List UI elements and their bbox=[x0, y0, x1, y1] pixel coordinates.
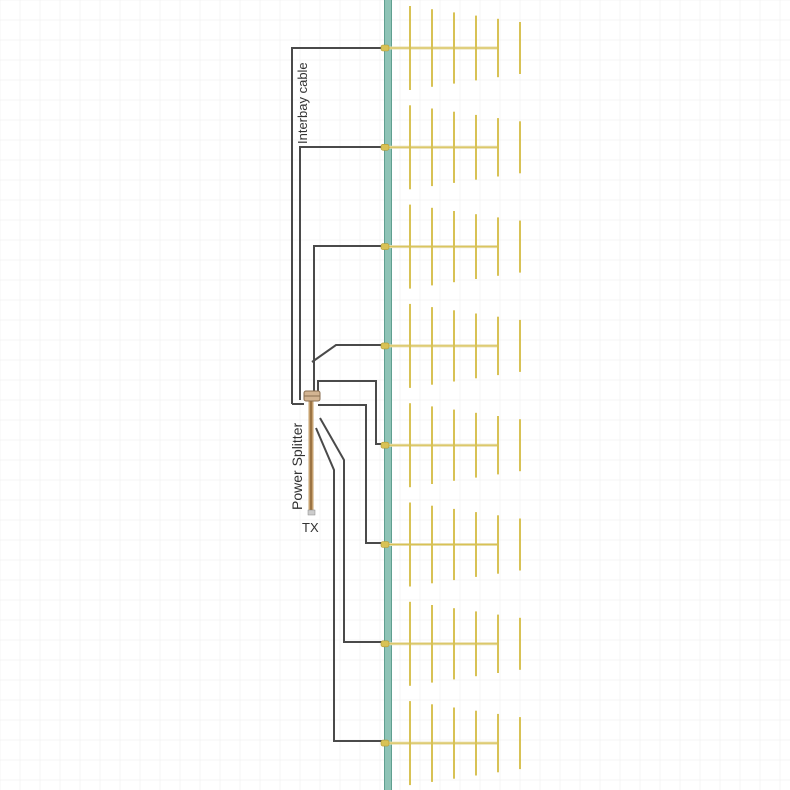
yagi-antenna-bays bbox=[380, 6, 521, 786]
yagi-antenna-bay bbox=[380, 502, 521, 587]
yagi-feed-point bbox=[380, 441, 390, 449]
bay-feed-cable bbox=[319, 417, 384, 643]
feed-cables bbox=[291, 47, 384, 742]
tx-label: TX bbox=[302, 520, 319, 535]
bay-feed-cable bbox=[318, 404, 384, 544]
yagi-antenna-bay bbox=[380, 601, 521, 686]
yagi-antenna-bay bbox=[380, 701, 521, 786]
yagi-antenna-bay bbox=[380, 403, 521, 488]
power-splitter-label: Power Splitter bbox=[289, 423, 305, 510]
bay-feed-cable bbox=[299, 146, 384, 400]
bay-feed-cable bbox=[315, 427, 384, 742]
yagi-feed-point bbox=[380, 243, 390, 250]
interbay-cable-label: Interbay cable bbox=[295, 62, 310, 144]
yagi-antenna-bay bbox=[380, 204, 521, 289]
yagi-antenna-bay bbox=[380, 303, 521, 388]
yagi-feed-point bbox=[380, 541, 390, 548]
mast-body bbox=[384, 0, 392, 790]
bay-feed-cable bbox=[291, 47, 384, 404]
yagi-feed-point bbox=[380, 342, 390, 350]
yagi-antenna-bay bbox=[380, 6, 521, 90]
tx-connector bbox=[307, 509, 316, 516]
yagi-feed-point bbox=[380, 640, 390, 648]
yagi-feed-point bbox=[380, 44, 390, 52]
yagi-feed-point bbox=[380, 739, 390, 747]
yagi-feed-point bbox=[380, 144, 390, 151]
bay-feed-cable bbox=[313, 245, 384, 392]
antenna-mast bbox=[384, 0, 392, 790]
bay-feed-cable bbox=[317, 380, 384, 445]
power-splitter bbox=[303, 390, 321, 516]
bay-feed-cable bbox=[311, 344, 384, 363]
yagi-antenna-bay bbox=[380, 105, 521, 190]
